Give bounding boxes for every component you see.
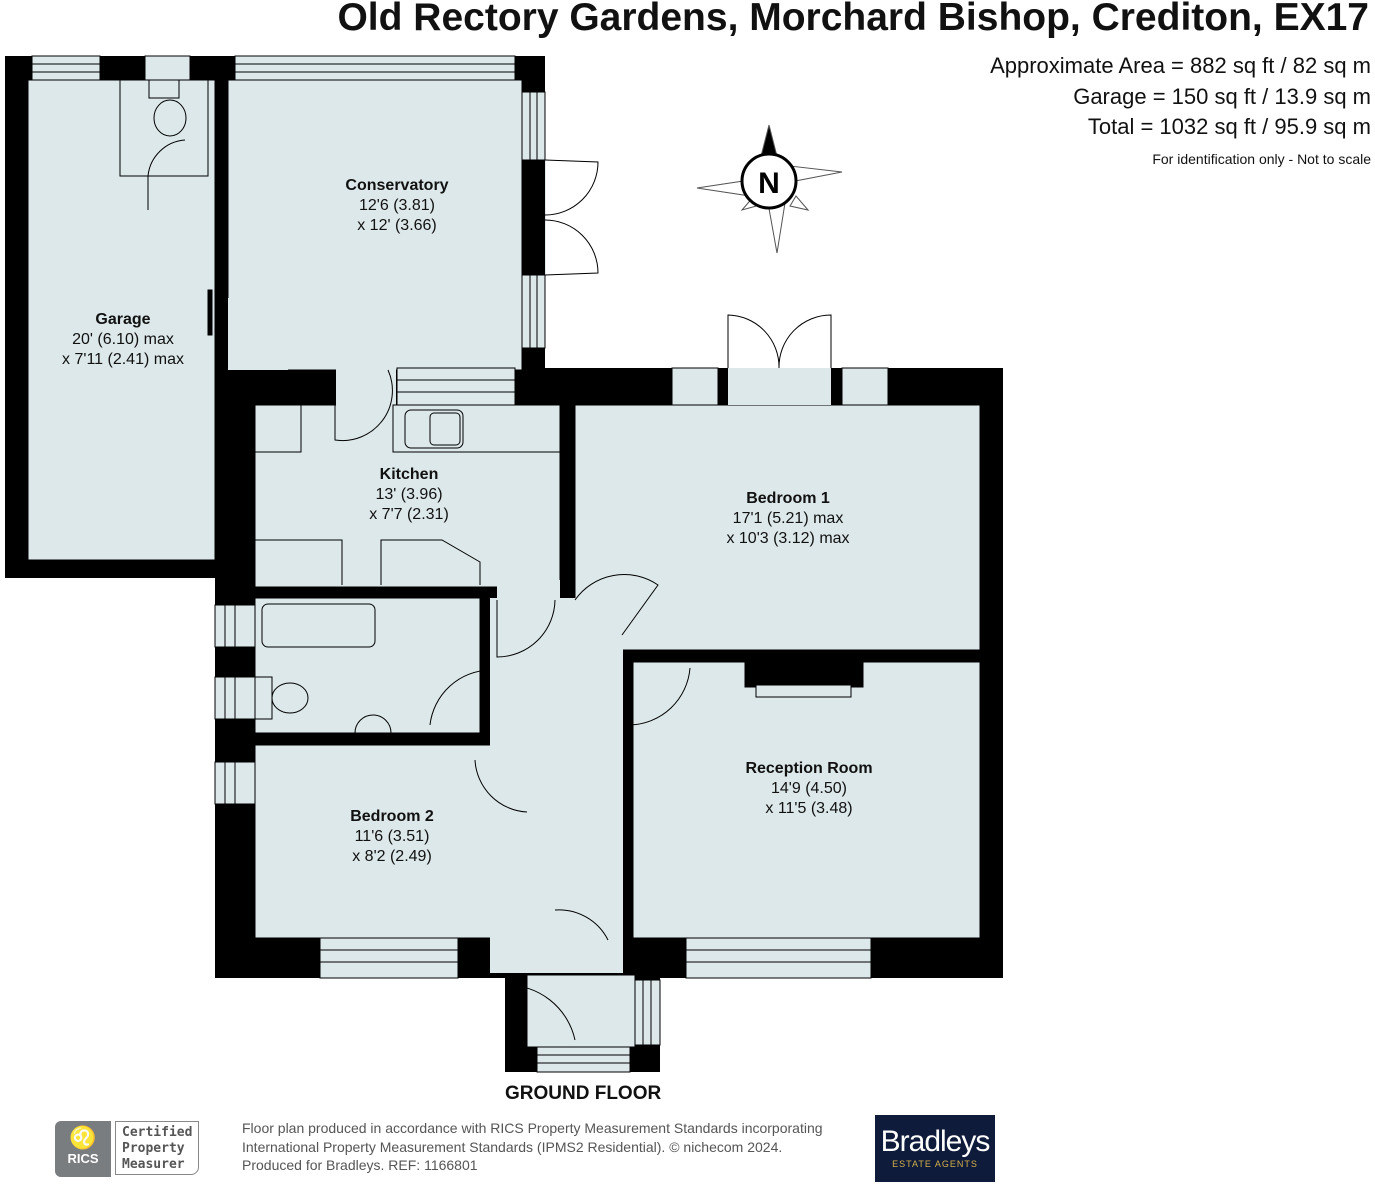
basin-icon	[354, 714, 392, 734]
room-dim: 20' (6.10) max	[72, 331, 174, 348]
room-name: Reception Room	[745, 760, 873, 777]
room-dim: x 10'3 (3.12) max	[726, 530, 850, 547]
room-label-bedroom1: Bedroom 1 17'1 (5.21) max x 10'3 (3.12) ma…	[726, 489, 849, 549]
room-dim: 17'1 (5.21) max	[732, 510, 844, 527]
floor-label: GROUND FLOOR	[505, 1083, 662, 1104]
lion-icon: ♌	[69, 1125, 97, 1150]
room-name: Kitchen	[379, 466, 439, 483]
total-area: Total = 1032 sq ft / 95.9 sq m	[1087, 114, 1371, 139]
doors	[147, 139, 832, 1041]
garage-area: Garage = 150 sq ft / 13.9 sq m	[1073, 84, 1371, 109]
porch-floor	[526, 974, 636, 1048]
room-name: Conservatory	[345, 177, 449, 194]
compass-label: N	[758, 167, 780, 200]
room-dim: x 7'11 (2.41) max	[62, 351, 184, 368]
room-dim: x 12' (3.66)	[357, 217, 437, 234]
toilet-icon-2	[271, 682, 309, 714]
conservatory-floor	[227, 79, 523, 371]
toilet-icon	[153, 99, 187, 137]
room-dim: x 11'5 (3.48)	[765, 800, 853, 817]
room-name: Bedroom 2	[350, 808, 434, 825]
kitchen-counter	[254, 404, 302, 453]
room-label-reception: Reception Room 14'9 (4.50) x 11'5 (3.48)	[745, 759, 872, 819]
room-dim: 14'9 (4.50)	[771, 780, 847, 797]
room-dim: x 7'7 (2.31)	[369, 506, 449, 523]
approximate-area: Approximate Area = 882 sq ft / 82 sq m	[990, 53, 1371, 78]
room-dim: 13' (3.96)	[375, 486, 443, 503]
room-dim: x 8'2 (2.49)	[352, 848, 432, 865]
disclaimer: Floor plan produced in accordance with R…	[242, 1120, 823, 1173]
hallway-floor	[490, 598, 623, 973]
compass-icon	[696, 124, 843, 254]
wc-cistern	[148, 79, 180, 99]
room-label-kitchen: Kitchen 13' (3.96) x 7'7 (2.31)	[369, 465, 449, 525]
room-label-bedroom2: Bedroom 2 11'6 (3.51) x 8'2 (2.49)	[350, 807, 434, 867]
windows	[31, 55, 889, 1073]
page-title: Old Rectory Gardens, Morchard Bishop, Cr…	[337, 0, 1369, 39]
room-dim: 12'6 (3.81)	[359, 197, 435, 214]
room-label-conservatory: Conservatory 12'6 (3.81) x 12' (3.66)	[345, 176, 448, 236]
room-dim: 11'6 (3.51)	[354, 828, 430, 845]
room-name: Garage	[95, 311, 151, 328]
agent-logo: Bradleys ESTATE AGENTS	[875, 1115, 995, 1182]
bath-icon	[261, 603, 376, 648]
room-label-garage: Garage 20' (6.10) max x 7'11 (2.41) max	[62, 310, 184, 370]
room-name: Bedroom 1	[746, 490, 830, 507]
fixtures	[148, 79, 864, 734]
scale-note: For identification only - Not to scale	[1152, 151, 1371, 167]
reception-floor	[632, 661, 981, 939]
rics-logo: ♌RICS	[55, 1121, 111, 1177]
